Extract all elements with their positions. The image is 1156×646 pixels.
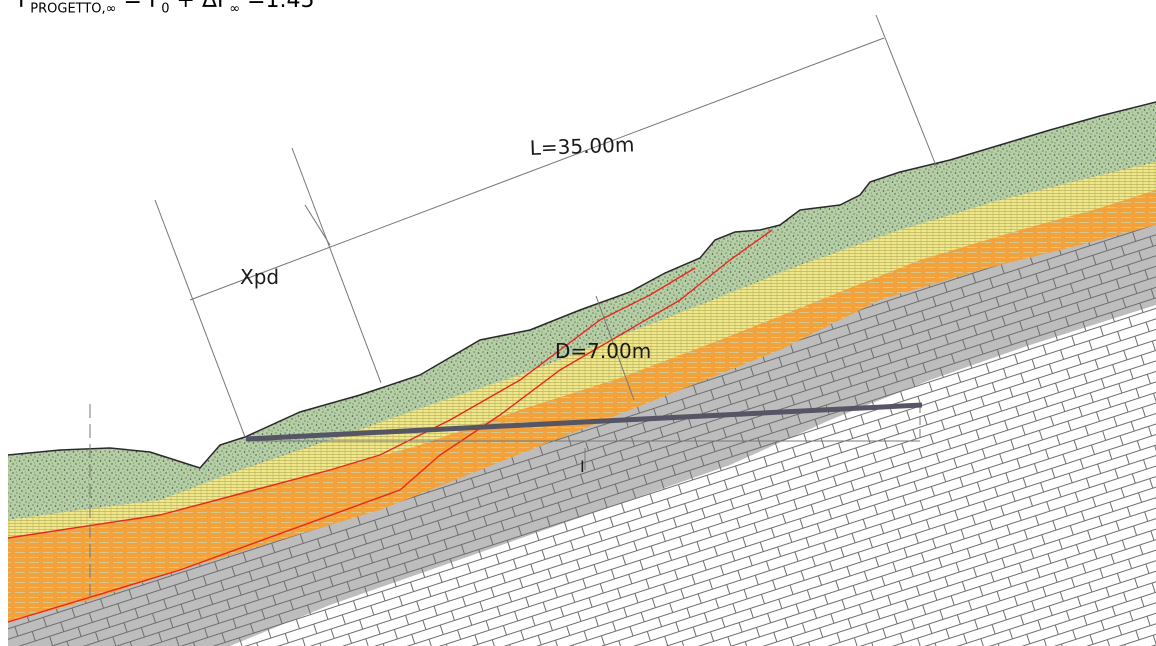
slip-surface-upper [329,267,696,471]
xpd-dimension-label: Xpd [240,265,279,289]
clay-boundary-line [7,469,331,539]
formula-plus: + [176,0,195,13]
formula-term2-subscript: ∞ [229,1,241,17]
formula-result: =1.45 [247,0,315,13]
i-marker-label: I [580,457,585,476]
formula-lhs-subscript: PROGETTO,∞ [30,1,117,17]
formula: ΓPROGETTO,∞ = Γ0 + ΔΓ∞ =1.45 [18,0,315,15]
formula-equals: = [123,0,142,13]
formula-lhs-symbol: Γ [18,0,31,13]
formula-term1-subscript: 0 [161,1,170,17]
depth-dimension-label: D=7.00m [555,339,651,363]
dimension-lines [89,14,938,600]
slip-surface-lower [399,229,773,491]
length-dimension-label: L=35.00m [529,132,634,160]
formula-term1-symbol: Γ [148,0,162,13]
white-rock-layer [230,305,1156,646]
formula-term2-symbol: ΔΓ [201,0,230,13]
anchor-bar [245,402,923,442]
rock-boundary-line [7,489,401,623]
ground-profile-line [7,101,1156,469]
